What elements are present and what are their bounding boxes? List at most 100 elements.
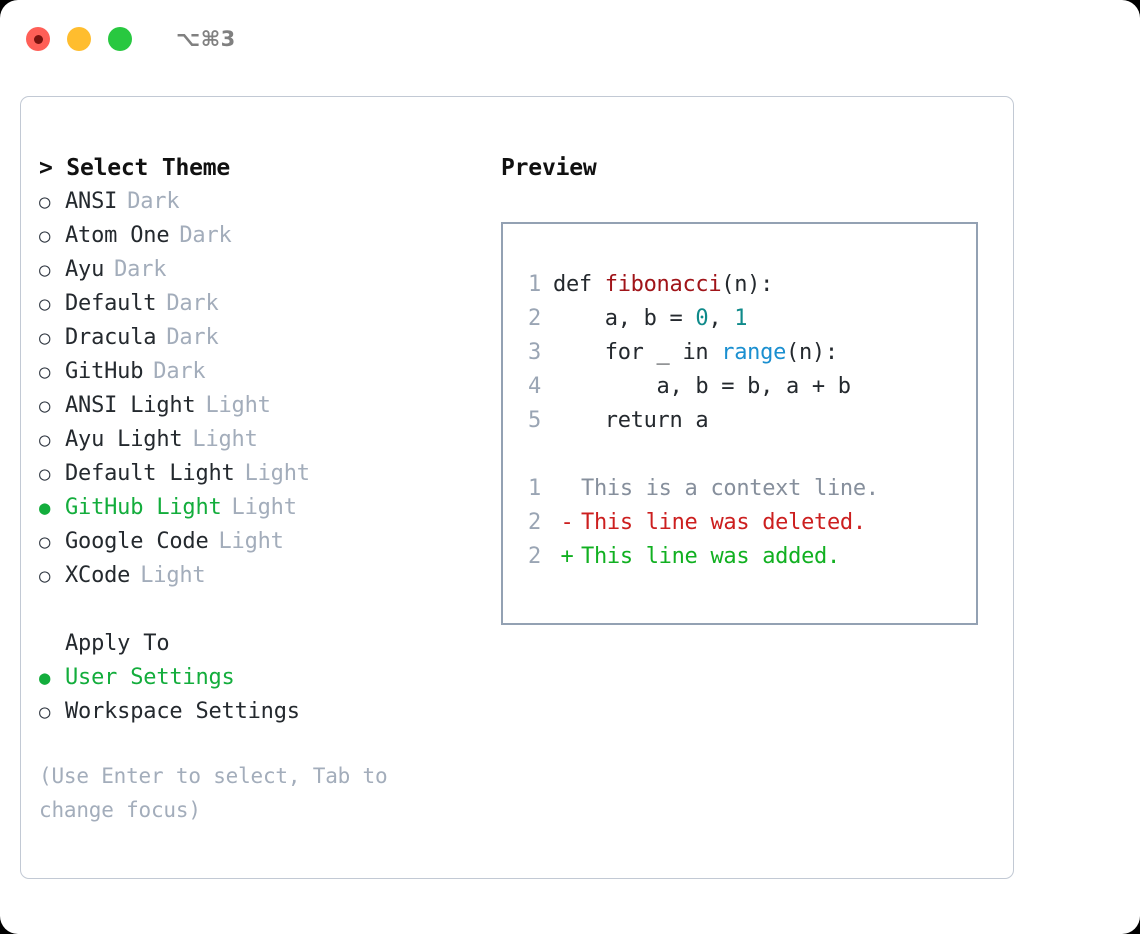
theme-option[interactable]: ○ XCode Light bbox=[39, 559, 469, 593]
diff-text: This is a context line. bbox=[581, 476, 879, 501]
code-token-plain: , bbox=[708, 306, 735, 331]
theme-option[interactable]: ○ ANSI Light Light bbox=[39, 389, 469, 423]
radio-unselected-icon[interactable]: ○ bbox=[39, 701, 51, 723]
close-window-icon[interactable] bbox=[26, 27, 50, 51]
code-line-number: 5 bbox=[528, 408, 541, 433]
diff-line: 2-This line was deleted. bbox=[515, 506, 879, 540]
code-line: 5 return a bbox=[515, 404, 851, 438]
code-token-plain: a, b = b, a + b bbox=[553, 374, 852, 399]
theme-option-variant-tag: Dark bbox=[166, 291, 219, 316]
theme-option-variant-tag: Dark bbox=[166, 325, 219, 350]
diff-line-number: 2 bbox=[528, 544, 541, 569]
code-token-plain: return a bbox=[553, 408, 709, 433]
radio-unselected-icon[interactable]: ○ bbox=[39, 531, 51, 553]
apply-to-option[interactable]: ● User Settings bbox=[39, 661, 469, 695]
theme-option-label: GitHub bbox=[65, 359, 144, 384]
select-theme-heading: > Select Theme bbox=[39, 155, 231, 181]
code-line-number: 2 bbox=[528, 306, 541, 331]
theme-option-variant-tag: Dark bbox=[114, 257, 167, 282]
code-line-number: 3 bbox=[528, 340, 541, 365]
traffic-lights bbox=[26, 27, 132, 51]
code-token-plain: (n): bbox=[721, 272, 774, 297]
maximize-window-icon[interactable] bbox=[108, 27, 132, 51]
theme-option-variant-tag: Light bbox=[205, 393, 271, 418]
radio-unselected-icon[interactable]: ○ bbox=[39, 463, 51, 485]
code-token-plain: a, b = bbox=[553, 306, 696, 331]
title-bar: ⌥⌘3 bbox=[0, 0, 1140, 78]
theme-option-variant-tag: Light bbox=[218, 529, 284, 554]
theme-option[interactable]: ○ Default Light Light bbox=[39, 457, 469, 491]
code-token-plain: def bbox=[553, 272, 605, 297]
keyboard-hint: (Use Enter to select, Tab to change focu… bbox=[39, 764, 388, 822]
radio-unselected-icon[interactable]: ○ bbox=[39, 225, 51, 247]
preview-heading: Preview bbox=[501, 155, 597, 181]
theme-option-label: Google Code bbox=[65, 529, 209, 554]
code-line: 3 for _ in range(n): bbox=[515, 336, 851, 370]
theme-option[interactable]: ○ ANSI Dark bbox=[39, 185, 469, 219]
code-line: 1 def fibonacci(n): bbox=[515, 268, 851, 302]
theme-option-label: GitHub Light bbox=[65, 495, 222, 520]
code-line-number: 1 bbox=[528, 272, 541, 297]
theme-option[interactable]: ○ Ayu Light Light bbox=[39, 423, 469, 457]
radio-unselected-icon[interactable]: ○ bbox=[39, 361, 51, 383]
radio-unselected-icon[interactable]: ○ bbox=[39, 293, 51, 315]
theme-option-label: ANSI bbox=[65, 189, 118, 214]
code-line-number: 4 bbox=[528, 374, 541, 399]
radio-unselected-icon[interactable]: ○ bbox=[39, 259, 51, 281]
theme-option[interactable]: ○ Dracula Dark bbox=[39, 321, 469, 355]
theme-option[interactable]: ○ Atom One Dark bbox=[39, 219, 469, 253]
diff-marker: + bbox=[560, 544, 574, 569]
minimize-window-icon[interactable] bbox=[67, 27, 91, 51]
theme-option-label: ANSI Light bbox=[65, 393, 196, 418]
code-line: 4 a, b = b, a + b bbox=[515, 370, 851, 404]
theme-option-label: XCode bbox=[65, 563, 131, 588]
diff-line-number: 2 bbox=[528, 510, 541, 535]
theme-option-variant-tag: Light bbox=[140, 563, 206, 588]
radio-unselected-icon[interactable]: ○ bbox=[39, 429, 51, 451]
theme-option[interactable]: ○ Google Code Light bbox=[39, 525, 469, 559]
diff-marker: - bbox=[560, 510, 574, 535]
theme-option-variant-tag: Dark bbox=[179, 223, 232, 248]
code-token-num: 1 bbox=[734, 306, 748, 331]
apply-to-option-label: User Settings bbox=[65, 665, 235, 690]
theme-option[interactable]: ● GitHub Light Light bbox=[39, 491, 469, 525]
apply-to-list[interactable]: ● User Settings ○Workspace Settings bbox=[39, 661, 469, 729]
radio-unselected-icon[interactable]: ○ bbox=[39, 191, 51, 213]
theme-option-variant-tag: Light bbox=[192, 427, 258, 452]
theme-option-label: Ayu bbox=[65, 257, 105, 282]
radio-selected-icon[interactable]: ● bbox=[39, 667, 51, 689]
theme-option-label: Dracula bbox=[65, 325, 157, 350]
radio-selected-icon[interactable]: ● bbox=[39, 497, 51, 519]
diff-text: This line was added. bbox=[581, 544, 840, 569]
apply-to-option[interactable]: ○Workspace Settings bbox=[39, 695, 469, 729]
diff-line: 1 This is a context line. bbox=[515, 472, 879, 506]
theme-option-variant-tag: Light bbox=[244, 461, 310, 486]
diff-text: This line was deleted. bbox=[581, 510, 866, 535]
keyboard-shortcut-label: ⌥⌘3 bbox=[176, 27, 236, 51]
theme-option[interactable]: ○ Ayu Dark bbox=[39, 253, 469, 287]
theme-option-label: Ayu Light bbox=[65, 427, 183, 452]
radio-unselected-icon[interactable]: ○ bbox=[39, 327, 51, 349]
code-token-num: 0 bbox=[695, 306, 709, 331]
diff-line: 2 + This line was added. bbox=[515, 540, 879, 574]
theme-option-label: Default Light bbox=[65, 461, 235, 486]
code-token-plain: (n): bbox=[786, 340, 838, 365]
radio-unselected-icon[interactable]: ○ bbox=[39, 565, 51, 587]
code-token-plain: for _ in bbox=[553, 340, 722, 365]
code-token-fn: fibonacci bbox=[604, 272, 722, 297]
theme-option-label: Atom One bbox=[65, 223, 170, 248]
theme-option-variant-tag: Dark bbox=[127, 189, 180, 214]
diff-line-number: 1 bbox=[528, 476, 541, 501]
radio-unselected-icon[interactable]: ○ bbox=[39, 395, 51, 417]
code-token-call: range bbox=[721, 340, 787, 365]
code-line: 2 a, b = 0, 1 bbox=[515, 302, 851, 336]
theme-option-variant-tag: Light bbox=[231, 495, 297, 520]
